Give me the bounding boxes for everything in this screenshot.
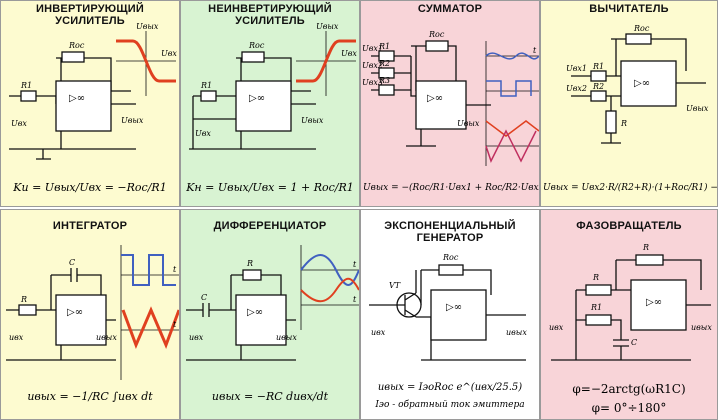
panel-subtractor: ВЫЧИТАТЕЛЬ Rос R1 R2 R Uвх1 Uвх2 ▷∞ Uвых… xyxy=(540,0,718,207)
label-t1: t xyxy=(173,265,177,274)
label-uvyx: Uвых xyxy=(457,119,480,128)
label-r2: R2 xyxy=(592,82,604,91)
label-uvyx: uвых xyxy=(276,333,297,342)
differentiator-schematic: C R ▷∞ uвх uвых t t xyxy=(186,245,359,361)
opamp-symbol: ▷∞ xyxy=(67,307,83,318)
panel-title: ЭКСПОНЕНЦИАЛЬНЫЙ ГЕНЕРАТОР xyxy=(384,220,516,244)
label-r1: R1 xyxy=(592,62,604,71)
label-uvx3: Uвх3 xyxy=(362,78,383,87)
label-c: C xyxy=(631,338,637,347)
label-uvyx: Uвых xyxy=(301,116,324,125)
label-uvx: Uвх xyxy=(195,129,211,138)
label-uvx2: Uвх2 xyxy=(566,84,587,93)
label-roc: Rос xyxy=(428,30,445,39)
panel-summing-amplifier: СУММАТОР R1 R2 R3 Rос Uвх1 Uвх2 Uвх3 ▷∞ … xyxy=(360,0,540,207)
label-roc: Rос xyxy=(248,41,265,50)
subtractor-schematic: Rос R1 R2 R Uвх1 Uвх2 ▷∞ Uвых xyxy=(566,24,709,144)
gain-formula: Kи = Uвых/Uвх = −Rос/R1 xyxy=(13,181,167,194)
panel-title: ДИФФЕРЕНЦИАТОР xyxy=(213,220,327,232)
label-uvx-axis: Uвх xyxy=(341,49,357,58)
label-uvx: uвх xyxy=(189,333,204,342)
exp-note: Iэо - обратный ток эмиттера xyxy=(375,400,525,410)
label-uvx-axis: Uвх xyxy=(161,49,177,58)
panel-exponential-generator: ЭКСПОНЕНЦИАЛЬНЫЙ ГЕНЕРАТОР Rос VT ▷∞ uвх… xyxy=(360,209,540,420)
label-uvx1: Uвх1 xyxy=(362,44,383,53)
label-roc: Rос xyxy=(633,24,650,33)
label-uvx: uвх xyxy=(9,333,24,342)
label-r1: R1 xyxy=(200,81,212,90)
summing-amplifier-schematic: R1 R2 R3 Rос Uвх1 Uвх2 Uвх3 ▷∞ Uвых t xyxy=(362,30,539,166)
phase-range: φ= 0°÷180° xyxy=(591,401,667,415)
phase-shifter-schematic: R R R1 C ▷∞ uвх uвых xyxy=(549,243,712,361)
panel-differentiator: ДИФФЕРЕНЦИАТОР C R ▷∞ uвх uвых t t uвых … xyxy=(180,209,360,420)
integral-formula: uвых = −1/RC ∫uвх dt xyxy=(27,390,153,403)
label-uvx: uвх xyxy=(371,328,386,337)
exponential-generator-schematic: Rос VT ▷∞ uвх uвых xyxy=(369,253,527,361)
label-uvyx: uвых xyxy=(96,333,117,342)
derivative-formula: uвых = −RC duвх/dt xyxy=(211,390,329,403)
label-uvyx: Uвых xyxy=(686,104,709,113)
panel-title: СУММАТОР xyxy=(417,3,483,15)
label-r2: R2 xyxy=(378,59,390,68)
label-r3: R3 xyxy=(378,76,390,85)
panel-inverting-amplifier: ИНВЕРТИРУЮЩИЙ УСИЛИТЕЛЬ Rос R1 ▷∞ Uвх Uв… xyxy=(0,0,180,207)
label-t2: t xyxy=(173,320,177,329)
integrator-schematic: C R ▷∞ uвх uвых t t xyxy=(6,245,179,380)
label-uvyx-axis: Uвых xyxy=(316,22,339,31)
label-t1: t xyxy=(353,260,357,269)
panel-title: НЕИНВЕРТИРУЮЩИЙ УСИЛИТЕЛЬ xyxy=(208,3,332,27)
panel-phase-shifter: ФАЗОВРАЩАТЕЛЬ R R R1 C ▷∞ uвх uвых φ=−2a… xyxy=(540,209,718,420)
label-uvyx: uвых xyxy=(691,323,712,332)
label-r: R xyxy=(20,295,27,304)
subtract-formula: Uвых = Uвх2·R/(R2+R)·(1+Rос/R1) − Uвх1·R… xyxy=(543,183,718,193)
label-t: t xyxy=(533,46,537,55)
opamp-symbol: ▷∞ xyxy=(69,93,85,104)
label-c: C xyxy=(201,293,207,302)
label-uvx: Uвх xyxy=(11,119,27,128)
opamp-symbol: ▷∞ xyxy=(249,93,265,104)
label-uvx: uвх xyxy=(549,323,564,332)
label-r1: R1 xyxy=(378,42,390,51)
label-t2: t xyxy=(353,295,357,304)
label-uvyx: Uвых xyxy=(121,116,144,125)
panel-title: ВЫЧИТАТЕЛЬ xyxy=(589,3,669,15)
label-r-top: R xyxy=(642,243,649,252)
panel-integrator: ИНТЕГРАТОР C R ▷∞ uвх uвых t t uвых = −1… xyxy=(0,209,180,420)
label-uvyx-axis: Uвых xyxy=(136,22,159,31)
inverting-amplifier-schematic: Rос R1 ▷∞ Uвх Uвых Uвх Uвых xyxy=(9,22,177,160)
label-c: C xyxy=(69,258,75,267)
sum-formula: Uвых = −(Rос/R1·Uвх1 + Rос/R2·Uвх2 + Rос… xyxy=(363,183,540,193)
label-r-input: R xyxy=(592,273,599,282)
panel-title: ИНВЕРТИРУЮЩИЙ УСИЛИТЕЛЬ xyxy=(36,3,144,27)
panel-title: ИНТЕГРАТОР xyxy=(52,220,128,232)
label-roc: Rос xyxy=(442,253,459,262)
label-roc: Rос xyxy=(68,41,85,50)
label-r1: R1 xyxy=(590,303,602,312)
label-uvx1: Uвх1 xyxy=(566,64,587,73)
opamp-symbol: ▷∞ xyxy=(427,93,443,104)
label-r: R xyxy=(246,259,253,268)
opamp-symbol: ▷∞ xyxy=(646,297,662,308)
label-uvx2: Uвх2 xyxy=(362,61,383,70)
opamp-symbol: ▷∞ xyxy=(446,302,462,313)
label-uvyx: uвых xyxy=(506,328,527,337)
label-r1: R1 xyxy=(20,81,32,90)
gain-formula: Kн = Uвых/Uвх = 1 + Rос/R1 xyxy=(186,181,354,194)
phase-formula: φ=−2arctg(ωR1C) xyxy=(572,382,686,396)
panel-title: ФАЗОВРАЩАТЕЛЬ xyxy=(576,220,682,232)
opamp-symbol: ▷∞ xyxy=(247,307,263,318)
label-r: R xyxy=(620,119,627,128)
noninverting-amplifier-schematic: Rос R1 ▷∞ Uвх Uвых Uвх Uвых xyxy=(189,22,357,150)
exp-formula: uвых = IэоRос e^(uвх/25.5) xyxy=(377,382,523,393)
label-vt: VT xyxy=(389,281,401,290)
panel-noninverting-amplifier: НЕИНВЕРТИРУЮЩИЙ УСИЛИТЕЛЬ Rос R1 ▷∞ Uвх … xyxy=(180,0,360,207)
opamp-symbol: ▷∞ xyxy=(634,78,650,89)
